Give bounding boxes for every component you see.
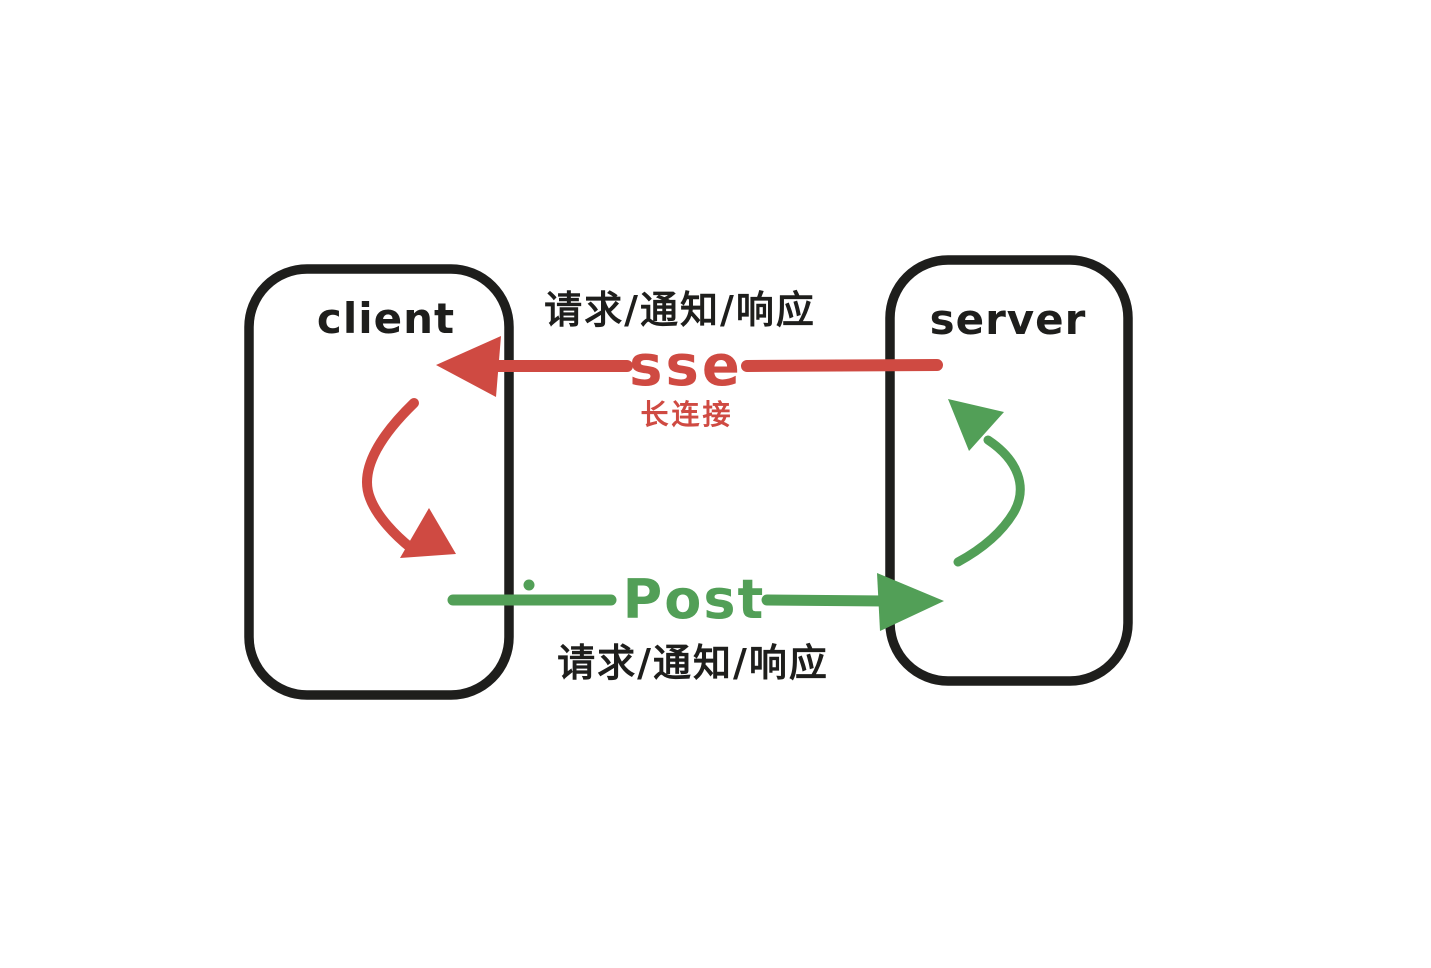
arrowhead-up-left-icon (948, 399, 1004, 451)
sse-top-label: 请求/通知/响应 (544, 288, 816, 332)
server-loop-arrow (953, 435, 1025, 567)
arrowhead-down-right-icon (400, 508, 456, 558)
arrowhead-left-icon (436, 336, 501, 397)
post-start-dot (523, 579, 535, 591)
sse-label: sse (629, 334, 743, 399)
client-label: client (317, 294, 455, 343)
post-label: Post (623, 568, 766, 631)
client-box (244, 264, 514, 700)
server-label: server (930, 295, 1087, 344)
post-bottom-label: 请求/通知/响应 (557, 641, 829, 685)
sse-line-right (741, 359, 943, 372)
client-loop-arrow (362, 398, 419, 553)
server-box (885, 255, 1133, 686)
post-line-right (761, 594, 892, 607)
arrowhead-right-icon (877, 573, 944, 631)
sse-sub-label: 长连接 (640, 398, 733, 431)
